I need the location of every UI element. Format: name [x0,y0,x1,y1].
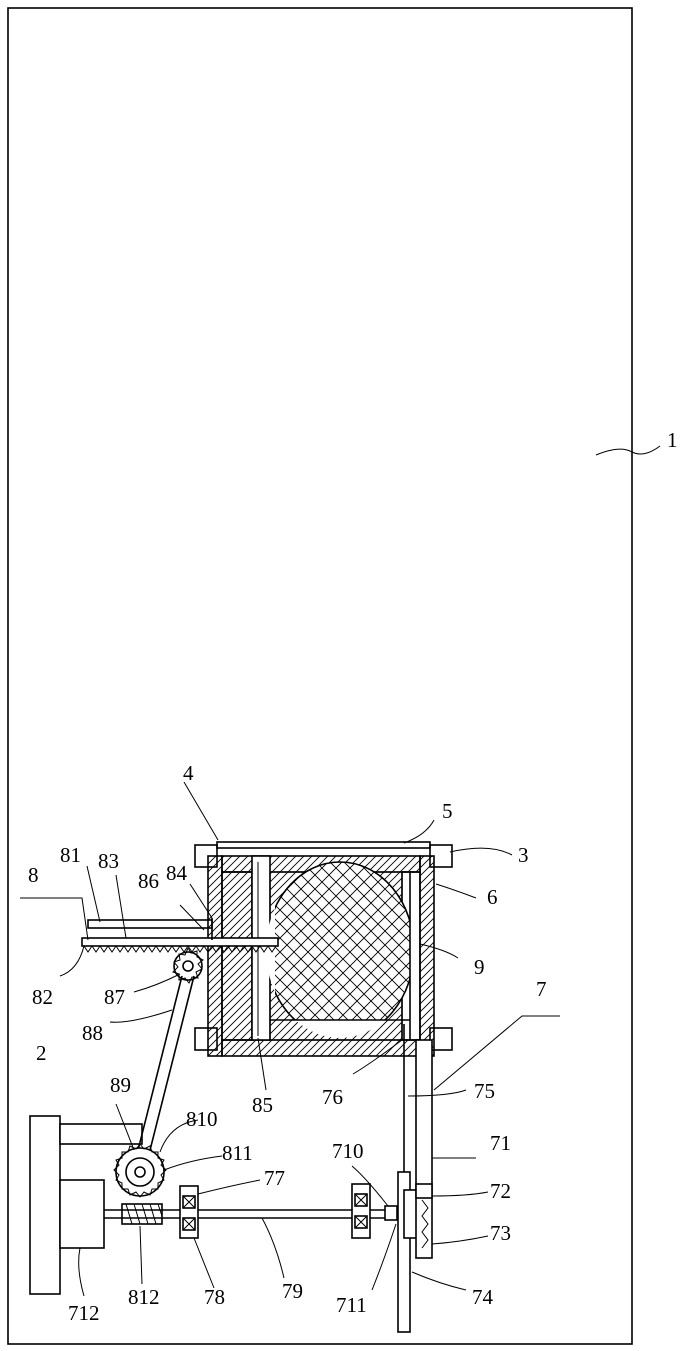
label-86: 86 [138,869,159,893]
label-74: 74 [472,1285,494,1309]
label-1: 1 [667,428,678,452]
label-87: 87 [104,985,125,1009]
label-9: 9 [474,955,485,979]
label-810: 810 [186,1107,218,1131]
label-89: 89 [110,1073,131,1097]
label-811: 811 [222,1141,253,1165]
label-711: 711 [336,1293,367,1317]
label-82: 82 [32,985,53,1009]
label-81: 81 [60,843,81,867]
label-3: 3 [518,843,529,867]
label-710: 710 [332,1139,364,1163]
label-4: 4 [183,761,194,785]
label-8: 8 [28,863,39,887]
label-88: 88 [82,1021,103,1045]
label-84: 84 [166,861,188,885]
label-79: 79 [282,1279,303,1303]
label-78: 78 [204,1285,225,1309]
label-76: 76 [322,1085,343,1109]
label-2: 2 [36,1041,47,1065]
label-83: 83 [98,849,119,873]
label-73: 73 [490,1221,511,1245]
label-7: 7 [536,977,547,1001]
label-5: 5 [442,799,453,823]
label-712: 712 [68,1301,100,1325]
drive-assembly [385,1024,432,1332]
label-77: 77 [264,1166,285,1190]
label-72: 72 [490,1179,511,1203]
label-85: 85 [252,1093,273,1117]
label-75: 75 [474,1079,495,1103]
label-6: 6 [487,885,498,909]
label-71: 71 [490,1131,511,1155]
label-812: 812 [128,1285,160,1309]
